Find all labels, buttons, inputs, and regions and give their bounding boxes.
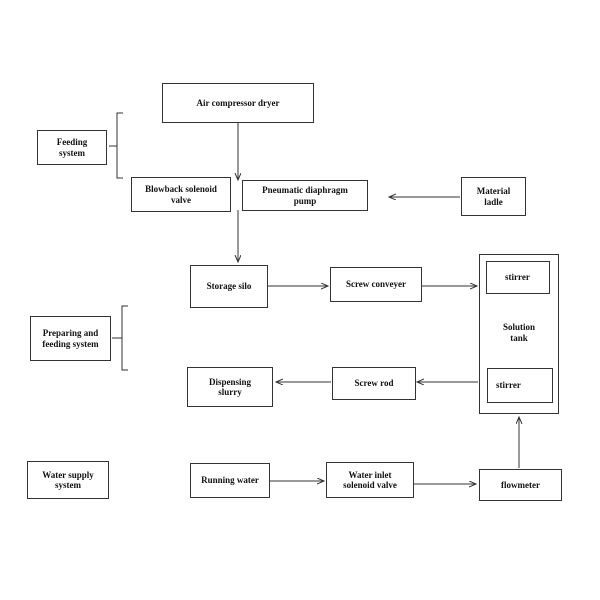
stirrer-bottom-box: stirrer <box>487 368 553 403</box>
preparing-feeding-system-box: Preparing and feeding system <box>30 316 111 361</box>
water-supply-system-box: Water supply system <box>27 461 109 499</box>
stirrer-top-box: stirrer <box>486 261 550 294</box>
dispensing-slurry-label: Dispensing slurry <box>208 376 252 397</box>
feeding-system-label: Feeding system <box>56 137 88 158</box>
preparing-feeding-system-label: Preparing and feeding system <box>42 328 99 349</box>
preparing-feeding-brace <box>112 305 128 371</box>
dispensing-slurry-box: Dispensing slurry <box>187 367 273 407</box>
screw-conveyer-label: Screw conveyer <box>345 279 407 290</box>
stirrer-bottom-label: stirrer <box>496 380 521 391</box>
pneumatic-diaphragm-pump-label: Pneumatic diaphragm pump <box>262 185 348 206</box>
blowback-solenoid-valve-label: Blowback solenoid valve <box>145 184 217 205</box>
storage-silo-label: Storage silo <box>206 281 252 292</box>
running-water-box: Running water <box>190 463 270 498</box>
flowmeter-label: flowmeter <box>501 479 540 490</box>
air-compressor-dryer-box: Air compressor dryer <box>162 83 314 123</box>
water-inlet-solenoid-valve-label: Water inlet solenoid valve <box>343 469 397 490</box>
material-ladle-label: Material ladle <box>476 186 511 207</box>
water-inlet-solenoid-valve-box: Water inlet solenoid valve <box>326 462 414 498</box>
solution-tank-label: Solution tank <box>502 322 535 343</box>
screw-rod-box: Screw rod <box>332 367 416 400</box>
material-ladle-box: Material ladle <box>461 177 526 216</box>
stirrer-top-label: stirrer <box>505 272 530 283</box>
flowmeter-box: flowmeter <box>479 469 562 501</box>
air-compressor-dryer-label: Air compressor dryer <box>196 97 280 108</box>
running-water-label: Running water <box>201 475 259 486</box>
screw-rod-label: Screw rod <box>354 378 394 389</box>
screw-conveyer-box: Screw conveyer <box>330 267 422 302</box>
feeding-system-brace <box>109 112 123 179</box>
pneumatic-diaphragm-pump-box: Pneumatic diaphragm pump <box>242 180 368 211</box>
feeding-system-box: Feeding system <box>37 130 107 165</box>
water-supply-system-label: Water supply system <box>42 469 94 490</box>
storage-silo-box: Storage silo <box>190 265 268 308</box>
blowback-solenoid-valve-box: Blowback solenoid valve <box>131 177 231 212</box>
